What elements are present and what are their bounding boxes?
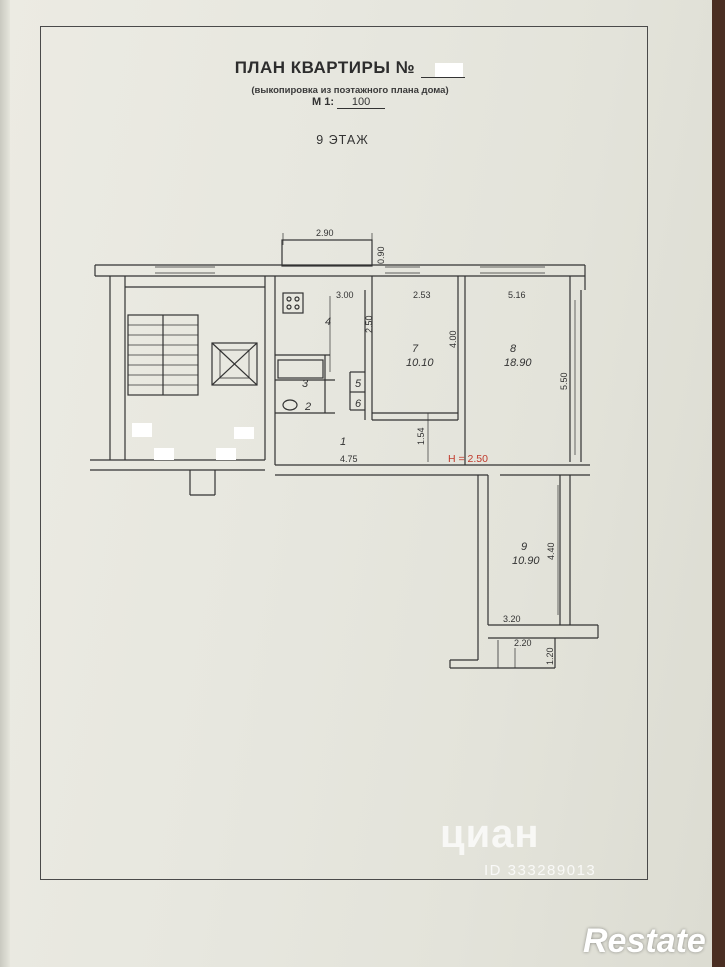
- drawing-frame: [40, 26, 648, 880]
- dim-lower-balcony-width: 2.20: [514, 638, 532, 648]
- plan-title-text: ПЛАН КВАРТИРЫ №: [234, 58, 416, 77]
- redaction-box: [435, 63, 464, 77]
- room-2-number: 2: [304, 401, 311, 413]
- room-5-number: 5: [355, 378, 362, 390]
- room-9-area: 10.90: [512, 555, 540, 567]
- scale-label: М 1:: [312, 96, 334, 108]
- room-7-area: 10.10: [406, 357, 434, 369]
- floor-label: 9 ЭТАЖ: [316, 133, 369, 147]
- dim-room9-depth: 4.40: [546, 542, 556, 560]
- dim-balcony-depth: 0.90: [376, 246, 386, 264]
- dim-lower-balcony-depth: 1.20: [545, 647, 555, 665]
- dim-room8-depth: 5.50: [559, 372, 569, 390]
- room-3-number: 3: [302, 378, 309, 390]
- room-7-number: 7: [412, 343, 419, 355]
- dim-hall-length: 4.75: [340, 454, 358, 464]
- plan-subtitle: (выкопировка из поэтажного плана дома): [251, 85, 449, 96]
- watermark-logo: циан: [440, 812, 540, 856]
- dim-room8-width: 5.16: [508, 290, 526, 300]
- brand-logo: Restate: [583, 922, 706, 960]
- dim-lower-width: 3.20: [503, 614, 521, 624]
- dim-room7-width: 2.53: [413, 290, 431, 300]
- dim-balcony-width: 2.90: [316, 228, 334, 238]
- apartment-number-field: [421, 63, 466, 78]
- sheet-edge: [0, 0, 10, 967]
- dim-kitchen-width: 3.00: [336, 290, 354, 300]
- watermark-id: ID 333289013: [484, 862, 597, 879]
- dim-room7-depth: 4.00: [448, 330, 458, 348]
- room-9-number: 9: [521, 541, 527, 553]
- dim-kitchen-depth: 2.50: [364, 315, 374, 333]
- scale-value: 100: [337, 96, 386, 109]
- scale-line: М 1: 100: [312, 96, 386, 109]
- room-6-number: 6: [355, 398, 362, 410]
- room-8-number: 8: [510, 343, 517, 355]
- room-4-number: 4: [325, 316, 331, 328]
- room-8-area: 18.90: [504, 357, 532, 369]
- dim-hall-depth: 1.54: [416, 427, 426, 445]
- room-1-number: 1: [340, 436, 346, 448]
- plan-title: ПЛАН КВАРТИРЫ №: [0, 58, 700, 78]
- ceiling-height-label: H = 2.50: [448, 453, 488, 465]
